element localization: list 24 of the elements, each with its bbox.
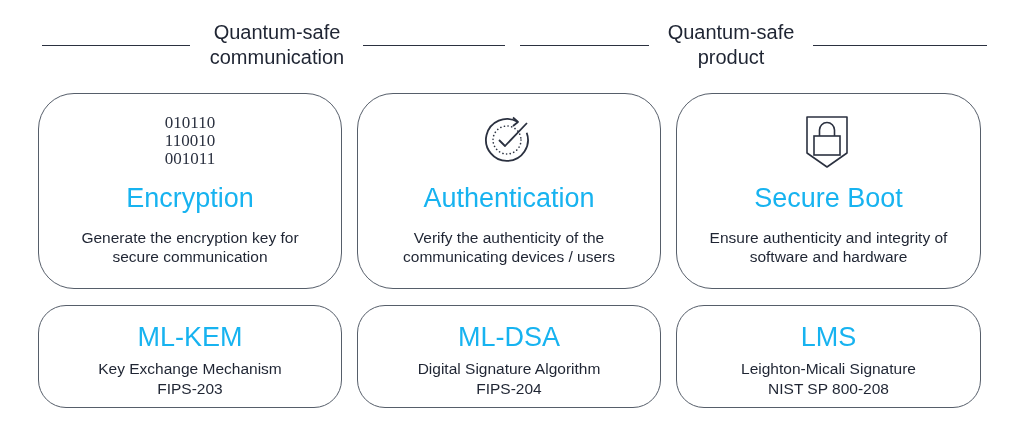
card-subtitle: Leighton-Micali Signature [741,358,916,378]
card-subtitle: Digital Signature Algorithm [417,358,601,378]
feature-card [38,93,342,289]
card-subtitle: Key Exchange Mechanism [98,358,282,378]
algorithm-card [357,305,661,408]
card-title: Secure Boot [754,182,903,214]
card-title: Authentication [423,182,595,214]
card-description: Ensure authenticity and integrity of software and hardware [708,228,949,266]
algorithm-card [676,305,981,408]
card-description: Generate the encryption key for secure communication [80,228,300,266]
card-subtitle: FIPS-204 [476,378,542,398]
algorithm-card [38,305,342,408]
card-description: Verify the authenticity of the communicating devices / users [402,228,616,266]
feature-card [676,93,981,289]
algorithm-name: ML-KEM [137,321,243,353]
binary-digits: 010110 110010 001011 [163,114,217,168]
algorithm-name: ML-DSA [458,321,560,353]
section-heading: Quantum-safe product [666,19,796,70]
section-heading: Quantum-safe communication [208,19,346,70]
algorithm-name: LMS [800,321,857,353]
feature-card [357,93,661,289]
card-title: Encryption [126,182,254,214]
card-subtitle: NIST SP 800-208 [768,378,889,398]
card-subtitle: FIPS-203 [157,378,223,398]
